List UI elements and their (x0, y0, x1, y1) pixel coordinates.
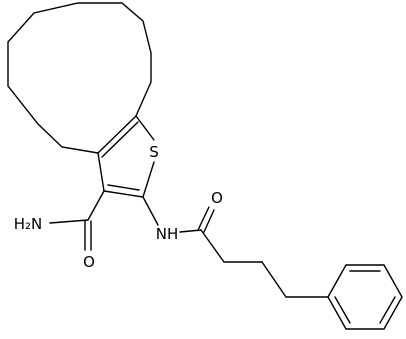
thiophene-ring (97, 115, 155, 198)
c2-nh-bond (142, 196, 159, 226)
ring-fusion-inner-bond (101, 121, 139, 158)
phenyl-outer-ring (327, 264, 403, 330)
s-c-bond-right (142, 161, 155, 198)
phenyl-double-bond-left (334, 296, 351, 324)
sulfur-label: S (149, 143, 159, 161)
carboxamide-oxygen-label: O (83, 253, 95, 271)
amide-carbonyl-double-bond-b (203, 209, 215, 233)
phenyl-double-bond-right (379, 296, 396, 324)
chain-bond-1 (200, 229, 225, 263)
phenyl-ring (327, 264, 403, 330)
atom-labels: S H₂N O NH O (14, 142, 223, 271)
c3-c3a-bond (97, 152, 105, 192)
sulfur-label-background (145, 142, 163, 160)
amide-nitrogen-label: NH (156, 225, 179, 243)
cyclododecane-ring (7, 2, 152, 154)
ring-fusion-bond (97, 115, 137, 154)
c-s-bond-left (135, 115, 155, 141)
chain-bond-3 (261, 261, 287, 298)
amide-carbonyl-double-bond-a (197, 206, 210, 231)
carboxamide-group (49, 190, 105, 251)
amide-oxygen-label: O (211, 189, 223, 207)
c2-c3-bond (103, 190, 144, 198)
c2-c3-inner-bond (107, 184, 140, 191)
butanamide-chain (142, 196, 329, 298)
carbonyl-n-bond (49, 219, 89, 224)
carboxamide-nitrogen-label: H₂N (14, 215, 43, 233)
c3-carbonyl-bond (87, 190, 105, 221)
